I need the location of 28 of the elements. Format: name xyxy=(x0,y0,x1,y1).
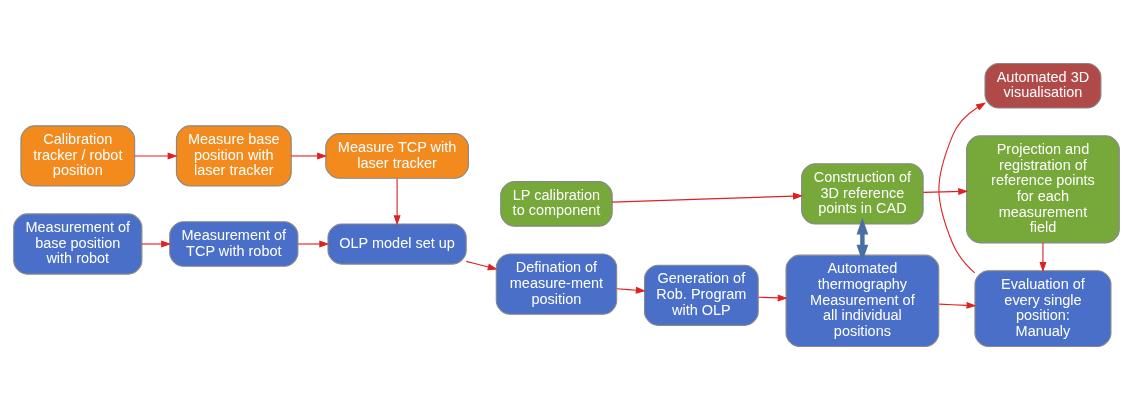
arrow xyxy=(856,217,869,262)
arrow xyxy=(393,178,401,226)
arrow xyxy=(297,240,330,248)
arrow xyxy=(922,187,969,195)
node-box: Measure TCP with laser tracker xyxy=(325,133,469,179)
arrow xyxy=(616,286,646,294)
node-box: Evaluation of every single position: Manualy xyxy=(974,270,1112,348)
node-box: Automated 3D visualisation xyxy=(984,62,1102,109)
node-box: Projection and registration of reference points for each measurement field xyxy=(966,135,1120,244)
node-box: Measurement of TCP with robot xyxy=(169,221,299,267)
arrow xyxy=(134,152,178,160)
node-box: Measure base position with laser tracker xyxy=(175,125,292,187)
node-box: Measurement of base position with robot xyxy=(13,213,143,275)
arrow xyxy=(141,240,172,248)
arrow xyxy=(1039,242,1047,273)
node-box: LP calibration to component xyxy=(500,181,613,227)
node-box: Automated thermography Measurement of all individual positions xyxy=(785,254,940,348)
node-box: Defination of measure-ment position xyxy=(495,253,618,315)
node-box: Construction of 3D reference points in CAD xyxy=(801,163,924,225)
node-box: Generation of Rob. Program with OLP xyxy=(643,264,759,326)
arrow xyxy=(611,192,804,203)
arrow xyxy=(290,152,328,160)
arrow xyxy=(757,294,788,302)
arrow xyxy=(938,102,987,274)
node-box: Calibration tracker / robot position xyxy=(20,125,136,187)
arrow xyxy=(465,260,498,271)
node-box: OLP model set up xyxy=(327,223,467,265)
arrow xyxy=(938,301,977,309)
